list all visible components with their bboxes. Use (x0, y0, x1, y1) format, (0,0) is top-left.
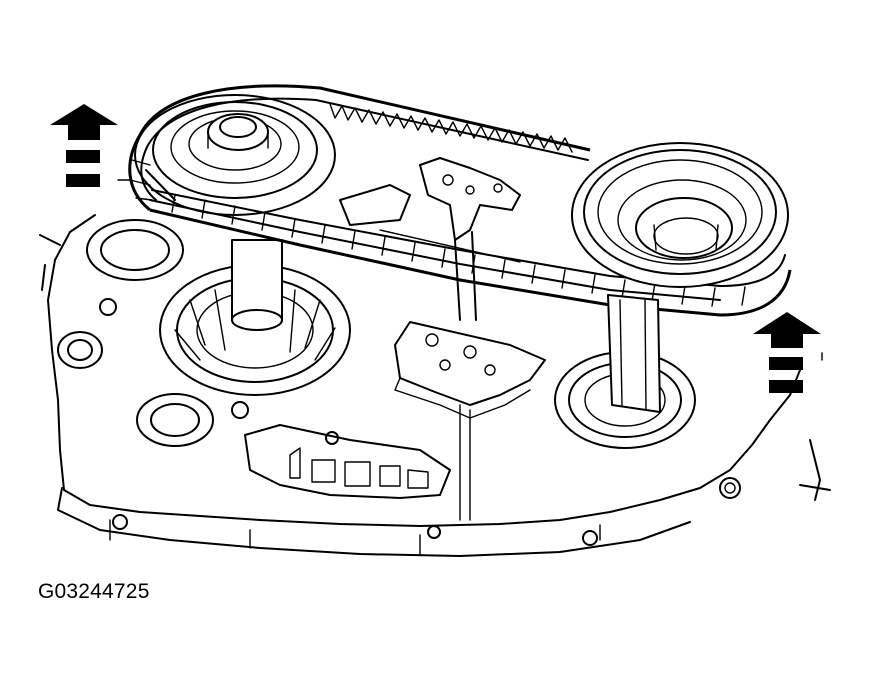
driven-sprocket-right (571, 142, 789, 413)
bolt-hole (112, 514, 128, 530)
bolt-hole (719, 477, 741, 499)
transfer-case-housing (39, 214, 831, 557)
drive-sprocket-left (134, 94, 336, 331)
drive-chain (128, 84, 792, 317)
bolt-hole (99, 298, 117, 316)
figure-code: G03244725 (38, 580, 150, 603)
arrow-up-icon (50, 104, 133, 187)
bolt-hole (231, 401, 249, 419)
bolt-hole (582, 530, 598, 546)
bolt-hole (427, 525, 441, 539)
arrow-up-icon (753, 312, 823, 393)
center-lever (339, 157, 521, 321)
